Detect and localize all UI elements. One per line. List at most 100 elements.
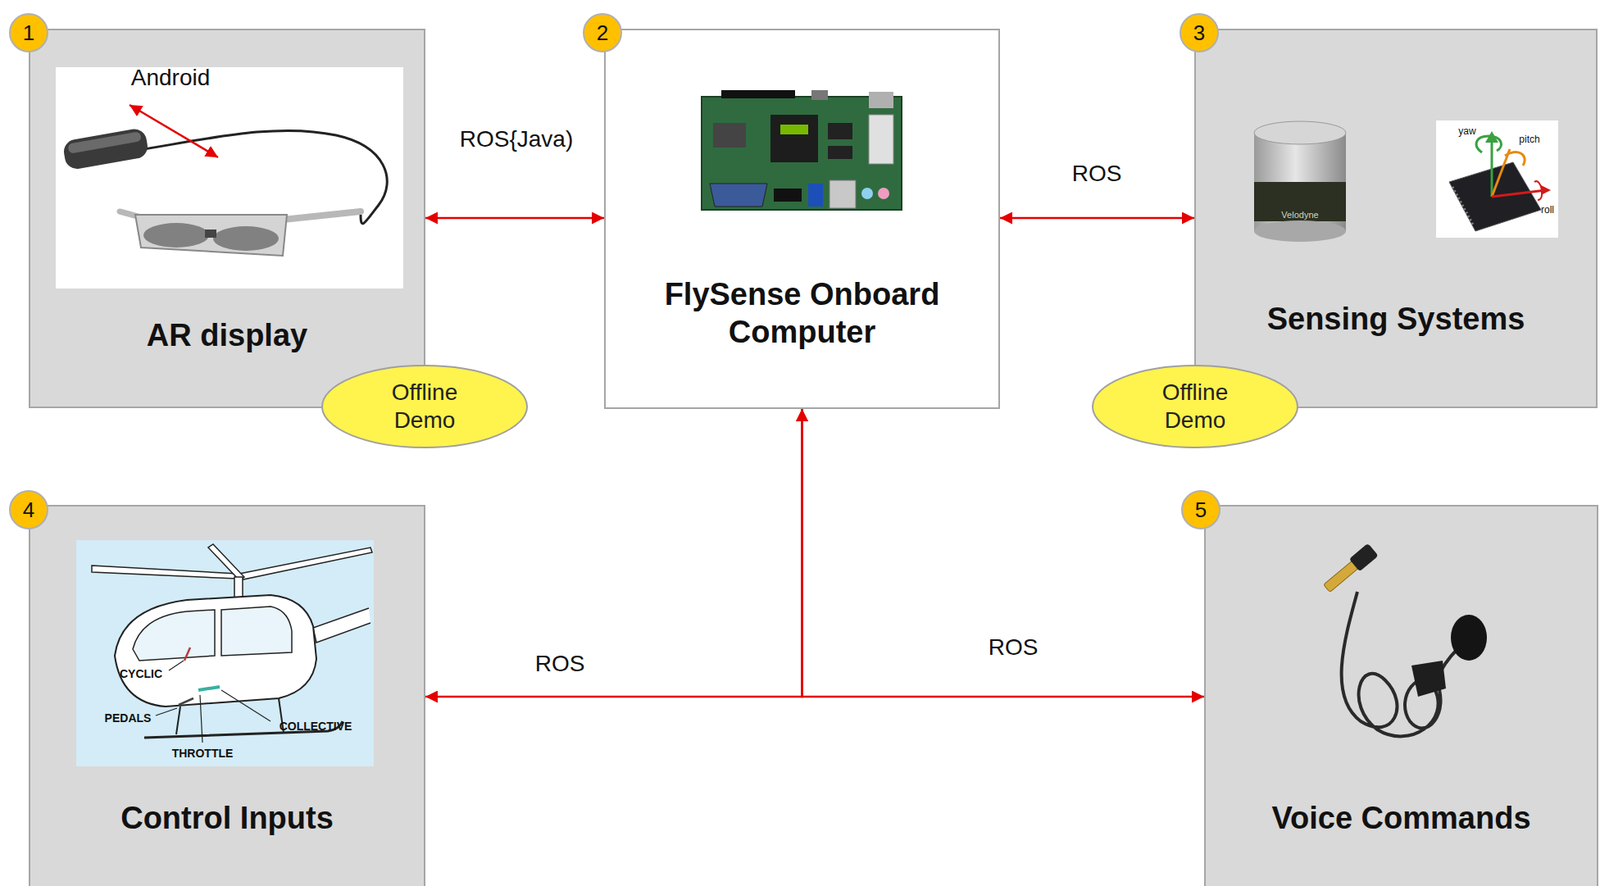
component-box: Voice Commands bbox=[1204, 504, 1599, 886]
ar-glasses-picture bbox=[204, 229, 217, 238]
ellipse-outline bbox=[320, 363, 529, 450]
edge-label: ROS bbox=[535, 650, 586, 678]
ar-glasses-picture bbox=[55, 67, 404, 289]
imu-picture bbox=[1504, 152, 1525, 166]
part-label: PEDALS bbox=[104, 711, 152, 725]
box-title: Control Inputs bbox=[120, 800, 334, 838]
computer-board-picture bbox=[811, 90, 828, 100]
edge-label: ROS bbox=[988, 634, 1039, 661]
status-ellipse: Offline Demo bbox=[320, 363, 529, 450]
helicopter-picture bbox=[239, 547, 373, 581]
ar-glasses-picture bbox=[62, 127, 150, 171]
helicopter-picture bbox=[200, 695, 203, 743]
imu-picture bbox=[1491, 190, 1546, 197]
computer-board-picture bbox=[709, 183, 768, 207]
lidar-picture bbox=[1254, 181, 1346, 222]
box-title: AR display bbox=[146, 317, 308, 355]
ros-connector bbox=[802, 409, 1205, 697]
ar-glasses-picture bbox=[282, 211, 361, 220]
helicopter-picture bbox=[114, 595, 317, 707]
helicopter-picture bbox=[313, 608, 371, 643]
computer-board-picture bbox=[868, 91, 894, 109]
helicopter-picture bbox=[221, 606, 292, 656]
edge-label: ROS{Java) bbox=[459, 126, 574, 153]
helicopter-picture bbox=[178, 698, 194, 705]
part-label: COLLECTIVE bbox=[279, 719, 353, 733]
ros-connector bbox=[1000, 217, 1195, 220]
computer-board-picture bbox=[701, 90, 902, 210]
helicopter-picture bbox=[91, 565, 238, 579]
callout-number: 2 bbox=[582, 13, 623, 53]
imu-picture bbox=[1491, 149, 1510, 197]
ar-glasses-picture bbox=[55, 67, 404, 289]
platform-label: Android bbox=[131, 64, 211, 91]
callout-number: 1 bbox=[9, 13, 49, 53]
ellipse-outline bbox=[322, 365, 528, 448]
android-link-arrow bbox=[129, 104, 219, 158]
helicopter-picture bbox=[221, 690, 271, 722]
callout-number: 5 bbox=[1181, 490, 1221, 530]
computer-board-picture bbox=[713, 122, 746, 148]
ar-glasses-picture bbox=[67, 131, 142, 154]
ar-glasses-picture bbox=[213, 226, 279, 251]
edge-label: ROS bbox=[1072, 160, 1123, 187]
axis-label: roll bbox=[1540, 204, 1555, 216]
status-ellipse: Offline Demo bbox=[1090, 363, 1300, 450]
computer-board-picture bbox=[773, 188, 802, 202]
callout-number: 3 bbox=[1179, 13, 1219, 53]
ros-connector bbox=[425, 217, 605, 220]
helicopter-picture bbox=[132, 609, 215, 661]
computer-board-picture bbox=[829, 180, 856, 209]
computer-board-picture bbox=[701, 96, 902, 210]
helicopter-picture bbox=[76, 540, 374, 767]
computer-board-picture bbox=[827, 145, 853, 160]
lidar-picture bbox=[1254, 220, 1346, 242]
axis-label: pitch bbox=[1518, 133, 1540, 146]
box-title: Sensing Systems bbox=[1267, 300, 1526, 339]
helicopter-picture bbox=[155, 708, 178, 716]
computer-board-picture bbox=[721, 90, 796, 99]
android-link-arrow bbox=[129, 104, 219, 158]
helicopter-picture bbox=[184, 647, 191, 661]
ar-glasses-picture bbox=[62, 127, 150, 171]
ros-connector bbox=[425, 409, 803, 697]
ellipse-outline bbox=[1090, 363, 1300, 450]
imu-picture bbox=[1436, 120, 1559, 238]
computer-board-picture bbox=[868, 114, 894, 164]
status-text: Offline Demo bbox=[1141, 378, 1249, 434]
ar-glasses-picture bbox=[143, 222, 210, 248]
imu-picture bbox=[1490, 140, 1494, 197]
brand-label: Velodyne bbox=[1281, 209, 1319, 220]
box-title: FlySense Onboard Computer bbox=[634, 276, 971, 351]
lidar-picture bbox=[1254, 121, 1346, 242]
helicopter-picture bbox=[176, 706, 181, 735]
microphone-picture bbox=[1450, 614, 1487, 661]
computer-board-picture bbox=[827, 122, 853, 140]
callout-number: 4 bbox=[9, 490, 49, 530]
computer-board-picture bbox=[877, 187, 890, 200]
helicopter-picture bbox=[168, 660, 184, 671]
ellipse-outline bbox=[1092, 365, 1298, 448]
imu-picture bbox=[1452, 186, 1474, 227]
computer-board-picture bbox=[808, 183, 823, 207]
computer-board-picture bbox=[780, 124, 809, 135]
lidar-picture bbox=[1254, 132, 1346, 232]
box-title: Voice Commands bbox=[1271, 800, 1531, 838]
imu-picture bbox=[1436, 120, 1559, 238]
part-label: THROTTLE bbox=[172, 746, 234, 760]
helicopter-picture bbox=[76, 540, 374, 767]
ar-glasses-picture bbox=[144, 130, 387, 223]
imu-picture bbox=[1476, 136, 1501, 153]
computer-box: FlySense Onboard Computer bbox=[604, 28, 1000, 410]
ar-glasses-picture bbox=[135, 214, 287, 256]
helicopter-picture bbox=[208, 544, 245, 581]
status-text: Offline Demo bbox=[371, 378, 478, 434]
computer-board-picture bbox=[861, 187, 873, 200]
helicopter-picture bbox=[198, 686, 220, 691]
helicopter-picture bbox=[234, 577, 243, 599]
computer-board-picture bbox=[770, 114, 819, 163]
part-label: CYCLIC bbox=[119, 667, 163, 681]
lidar-picture bbox=[1254, 121, 1346, 145]
axis-label: yaw bbox=[1458, 125, 1476, 137]
